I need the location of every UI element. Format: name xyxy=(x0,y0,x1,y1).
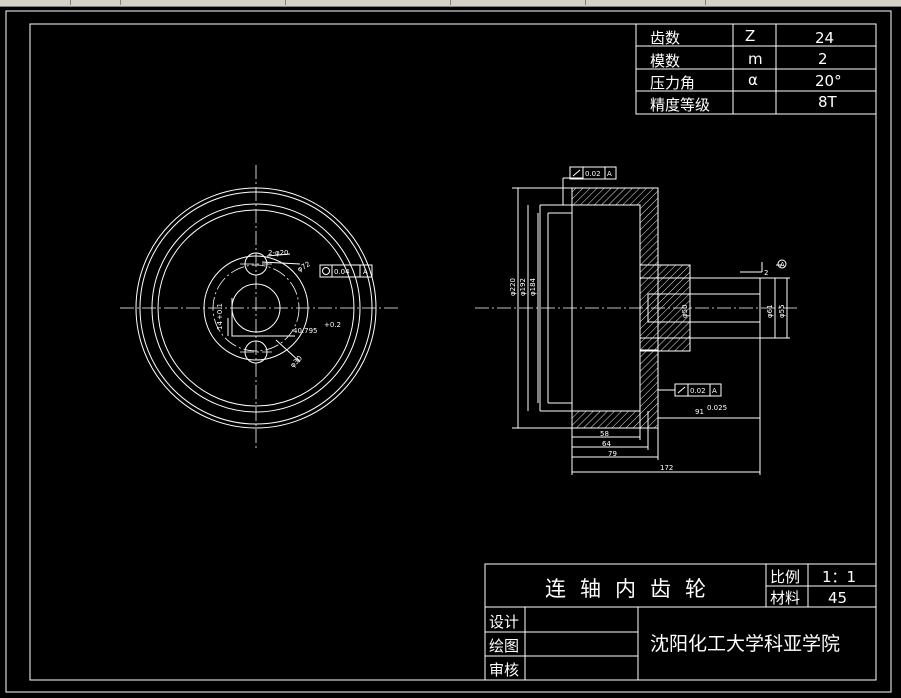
runout-top-datum: A xyxy=(607,170,612,178)
parameter-table: 齿数 Z 24 模数 m 2 压力角 α 20° 精度等级 8T xyxy=(635,23,877,115)
holes-label: 2-φ20 xyxy=(268,249,289,257)
param-symbol: Z xyxy=(745,27,755,45)
front-view: 2-φ20 φ72 0.04 A 40.795 +0.2 14 +0.1 φ30 xyxy=(120,165,400,450)
side-view: 0.02 A 0.02 A φ220 φ192 φ184 φ50 φ61 φ55… xyxy=(475,166,800,475)
material-label: 材料 xyxy=(770,589,800,607)
scale-label: 比例 xyxy=(770,568,800,586)
toolbar-segment[interactable] xyxy=(585,0,706,5)
param-value: 24 xyxy=(815,29,834,47)
dim-58: 58 xyxy=(600,430,609,438)
dim-shaft-length: 91 xyxy=(695,408,704,416)
shaft-bore xyxy=(647,293,761,323)
dim-79: 79 xyxy=(608,450,617,458)
material-value: 45 xyxy=(828,589,847,607)
param-value: 20° xyxy=(815,72,842,90)
toolbar-segment[interactable] xyxy=(285,0,451,5)
toolbar-segment[interactable] xyxy=(70,0,121,5)
param-name: 齿数 xyxy=(650,29,680,47)
runout-bottom-datum: A xyxy=(712,387,717,395)
part-name: 连轴内齿轮 xyxy=(545,577,720,601)
toolbar-segment[interactable] xyxy=(120,0,286,5)
runout-bottom-value: 0.02 xyxy=(690,387,706,395)
bore-label: φ30 xyxy=(289,354,304,369)
reviewer-label: 审核 xyxy=(489,661,519,679)
toolbar-segment[interactable] xyxy=(450,0,586,5)
dim-shaft-diameter: φ61 xyxy=(766,304,774,318)
param-value: 2 xyxy=(818,50,828,68)
datum-label: A xyxy=(363,268,368,276)
dim-hub-diameter: φ50 xyxy=(681,304,689,318)
section-hatch-bottom xyxy=(571,349,659,429)
school-name: 沈阳化工大学科亚学院 xyxy=(650,633,840,655)
angle-dim: 40.795 xyxy=(293,327,318,335)
datum-marker xyxy=(777,259,787,269)
chamfer-circle xyxy=(139,191,373,425)
title-block: 连轴内齿轮 比例 1：1 材料 45 设计 绘图 审核 沈阳化工大学科亚学院 xyxy=(484,563,877,681)
hub-circle xyxy=(203,255,309,361)
rim-circle xyxy=(151,203,361,413)
pitch-circle xyxy=(212,264,300,352)
dim-outer-diameter: φ220 xyxy=(509,278,517,296)
designer-label: 设计 xyxy=(489,613,519,631)
dim-shaft-length-tol: 0.025 xyxy=(707,404,727,412)
dim-64: 64 xyxy=(602,440,611,448)
flatness-value: 0.04 xyxy=(334,268,350,276)
runout-top-value: 0.02 xyxy=(585,170,601,178)
param-value: 8T xyxy=(818,93,838,111)
chamfer-dim: 2 xyxy=(764,269,768,277)
scale-value: 1：1 xyxy=(822,568,856,586)
tooth-circle xyxy=(157,209,355,407)
key-dim-tol: +0.1 xyxy=(216,303,224,320)
tolerance-frame xyxy=(319,264,373,278)
inner-border xyxy=(29,23,877,681)
dim-mid-diameter: φ192 xyxy=(519,278,527,296)
dim-shaft-diameter-2: φ55 xyxy=(778,304,786,318)
pcd-label: φ72 xyxy=(296,260,312,274)
outer-circle xyxy=(135,187,377,429)
angle-dim-tol: +0.2 xyxy=(324,321,341,329)
dim-172: 172 xyxy=(660,464,673,472)
param-name: 压力角 xyxy=(650,74,695,92)
datum-marker-label: A xyxy=(780,261,785,269)
section-hatch-top xyxy=(571,187,659,266)
param-symbol: m xyxy=(748,50,763,68)
window-top-strip xyxy=(0,0,901,7)
dim-inner-diameter: φ184 xyxy=(529,277,537,296)
drafter-label: 绘图 xyxy=(489,637,519,655)
param-name: 精度等级 xyxy=(650,96,710,114)
toolbar-segment[interactable] xyxy=(0,0,71,5)
key-dim: 14 xyxy=(216,321,224,330)
runout-frame-top xyxy=(569,166,617,180)
outer-border xyxy=(5,10,892,693)
param-name: 模数 xyxy=(650,52,680,70)
param-symbol: α xyxy=(748,71,758,89)
